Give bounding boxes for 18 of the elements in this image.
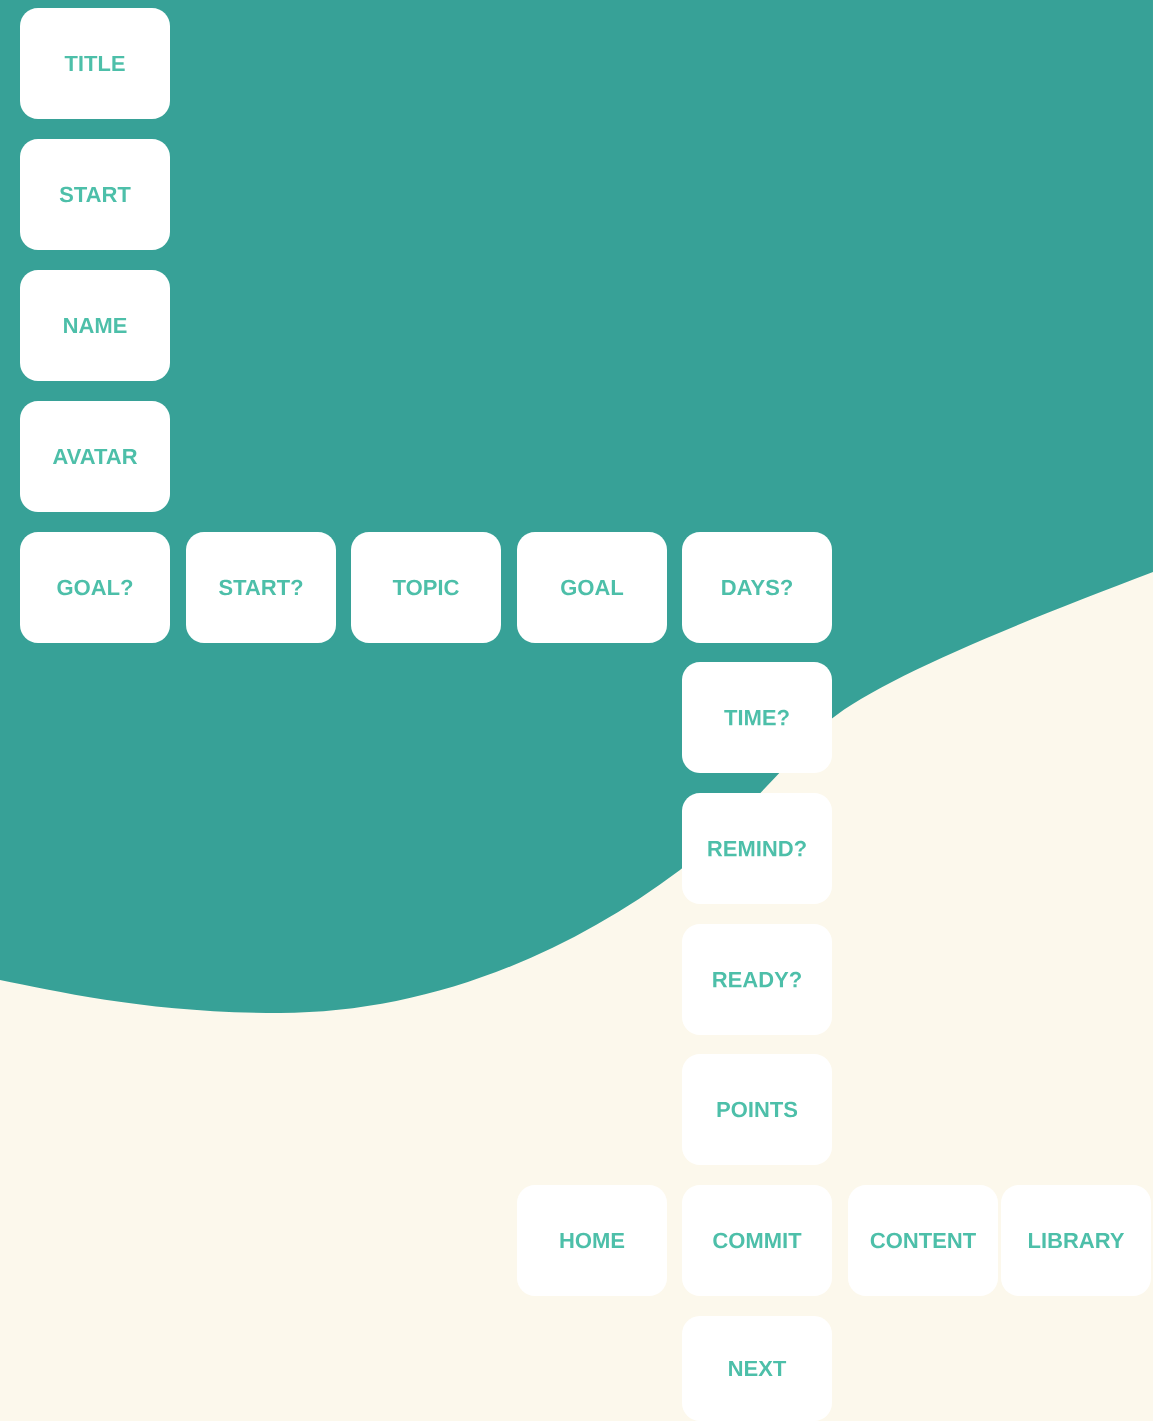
- label-box: READY?: [682, 924, 832, 1035]
- label-box: GOAL?: [20, 532, 170, 643]
- label-box: DAYS?: [682, 532, 832, 643]
- label-box: TIME?: [682, 662, 832, 773]
- label-box: COMMIT: [682, 1185, 832, 1296]
- label-box: START: [20, 139, 170, 250]
- label-box: GOAL: [517, 532, 667, 643]
- label-box: NAME: [20, 270, 170, 381]
- label-box: HOME: [517, 1185, 667, 1296]
- label-box: TITLE: [20, 8, 170, 119]
- label-box: NEXT: [682, 1316, 832, 1421]
- label-box: REMIND?: [682, 793, 832, 904]
- label-box: CONTENT: [848, 1185, 998, 1296]
- label-box: POINTS: [682, 1054, 832, 1165]
- label-box: LIBRARY: [1001, 1185, 1151, 1296]
- label-box: TOPIC: [351, 532, 501, 643]
- label-box: AVATAR: [20, 401, 170, 512]
- label-box: START?: [186, 532, 336, 643]
